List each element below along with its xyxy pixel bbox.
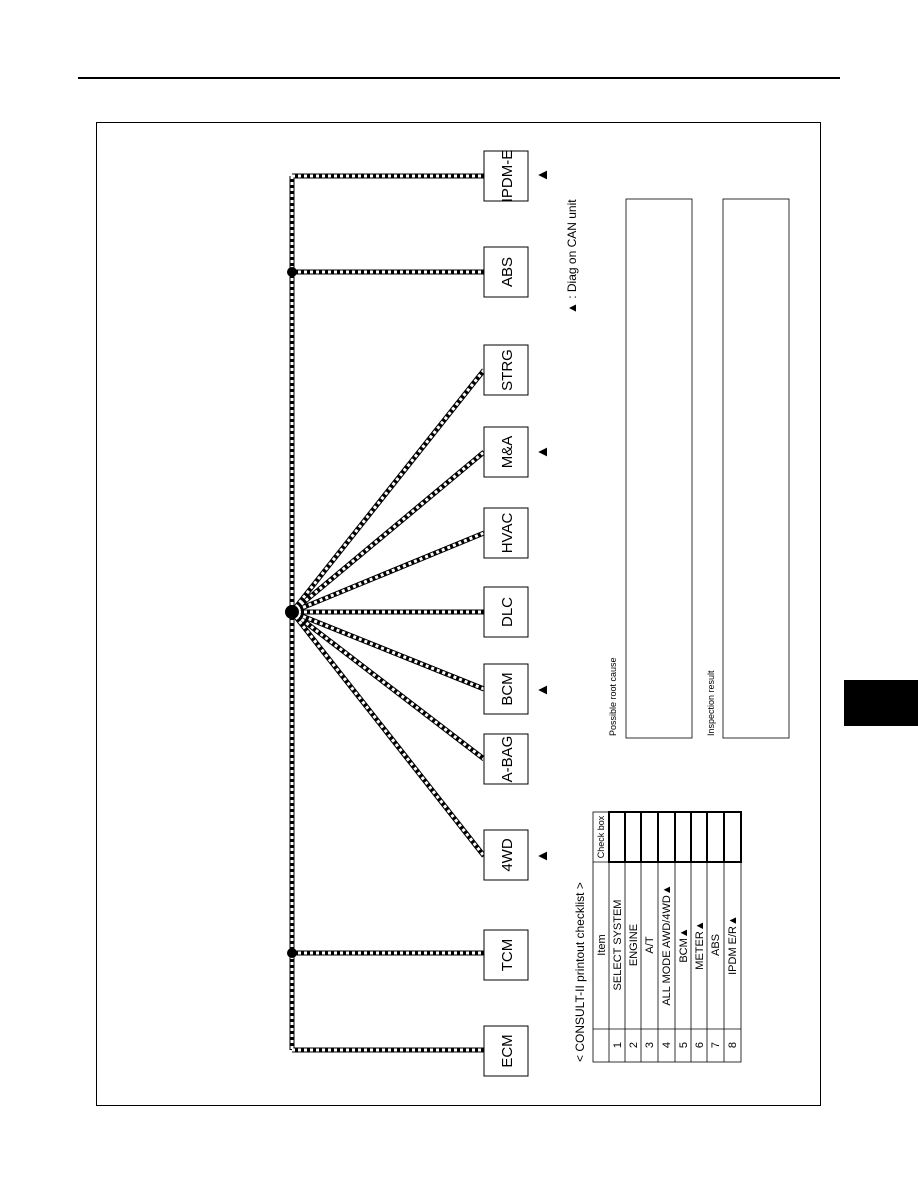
root-cause-box: [625, 198, 693, 739]
unit-label-hvac: HVAC: [499, 513, 516, 554]
checklist-row-item: IPDM E/R▲: [727, 915, 739, 975]
unit-label-a-bag: A-BAG: [499, 736, 516, 783]
diag-marker-icon: ▲: [534, 445, 551, 460]
bus-dashes: [290, 174, 486, 1052]
checklist-checkbox: [674, 811, 692, 863]
inspection-result-box: [722, 198, 790, 739]
diagram-frame: [96, 122, 821, 1106]
checklist-row-item: ABS: [710, 934, 722, 956]
consult-checklist: < CONSULT-II printout checklist > Item C…: [573, 811, 742, 1063]
checklist-title: < CONSULT-II printout checklist >: [573, 882, 587, 1062]
checklist-header-check: Check box: [596, 815, 606, 858]
checklist-checkbox: [706, 811, 725, 863]
checklist-checkbox: [690, 811, 708, 863]
checklist-row-number: 8: [727, 1042, 739, 1048]
unit-label-strg: STRG: [499, 349, 516, 391]
checklist-header-item: Item: [596, 934, 608, 955]
unit-label-ipdm-e: IPDM-E: [499, 150, 516, 203]
result-boxes: Possible root cause Inspection result: [608, 198, 790, 739]
legend-diag-on-can: ▲ : Diag on CAN unit: [565, 199, 579, 314]
section-tab: [844, 680, 918, 726]
junction-dots: [285, 267, 299, 958]
unit-box-bcm: [483, 663, 529, 715]
checklist-row-item: A/T: [644, 936, 656, 953]
unit-box-4wd: [483, 829, 529, 881]
checklist-row-item: SELECT SYSTEM: [612, 900, 624, 991]
inspection-result-label: Inspection result: [706, 670, 716, 736]
checklist-checkbox: [624, 811, 642, 863]
unit-box-strg: [483, 344, 529, 396]
junction-dot: [287, 267, 297, 277]
unit-box-dlc: [483, 586, 529, 638]
diag-marker-icon: ▲: [534, 849, 551, 864]
header-rule: [78, 77, 840, 79]
checklist-row-number: 4: [661, 1042, 673, 1048]
root-cause-label: Possible root cause: [608, 657, 618, 736]
checklist-row-item: ALL MODE AWD/4WD▲: [661, 884, 673, 1005]
unit-box-hvac: [483, 507, 529, 559]
checklist-checkbox: [723, 811, 742, 863]
checklist-row-number: 5: [678, 1042, 690, 1048]
unit-box-ecm: [483, 1025, 529, 1077]
checklist-row-item: METER▲: [694, 920, 706, 969]
unit-label-bcm: BCM: [499, 672, 516, 705]
checklist-row-item: ENGINE: [628, 924, 640, 966]
unit-label-m-and-a: M&A: [499, 436, 516, 469]
checklist-checkbox: [657, 811, 676, 863]
unit-box-a-bag: [483, 733, 529, 785]
junction-dot: [287, 948, 297, 958]
unit-label-dlc: DLC: [499, 597, 516, 627]
unit-label-ecm: ECM: [499, 1034, 516, 1067]
unit-label-tcm: TCM: [499, 939, 516, 972]
checklist-row-number: 2: [628, 1042, 640, 1048]
checklist-row-number: 3: [644, 1042, 656, 1048]
checklist-row-item: BCM▲: [678, 927, 690, 962]
diag-marker-icon: ▲: [534, 168, 551, 183]
unit-box-ipdm-e: [483, 150, 529, 202]
checklist-checkbox: [640, 811, 659, 863]
unit-label-4wd: 4WD: [499, 838, 516, 872]
unit-boxes: ECM TCM 4WD A-BAG BCM DLC HVAC M&A STRG …: [483, 150, 529, 1077]
diag-marker-icon: ▲: [534, 683, 551, 698]
unit-label-abs: ABS: [499, 257, 516, 287]
checklist-row-number: 7: [710, 1042, 722, 1048]
unit-box-m-and-a: [483, 426, 529, 478]
unit-box-abs: [483, 246, 529, 298]
checklist-row-number: 1: [612, 1042, 624, 1048]
checklist-checkbox: [608, 811, 626, 863]
unit-box-tcm: [483, 929, 529, 981]
junction-dot: [285, 605, 299, 619]
diag-markers: ▲ ▲ ▲ ▲: [534, 168, 551, 864]
checklist-row-number: 6: [694, 1042, 706, 1048]
